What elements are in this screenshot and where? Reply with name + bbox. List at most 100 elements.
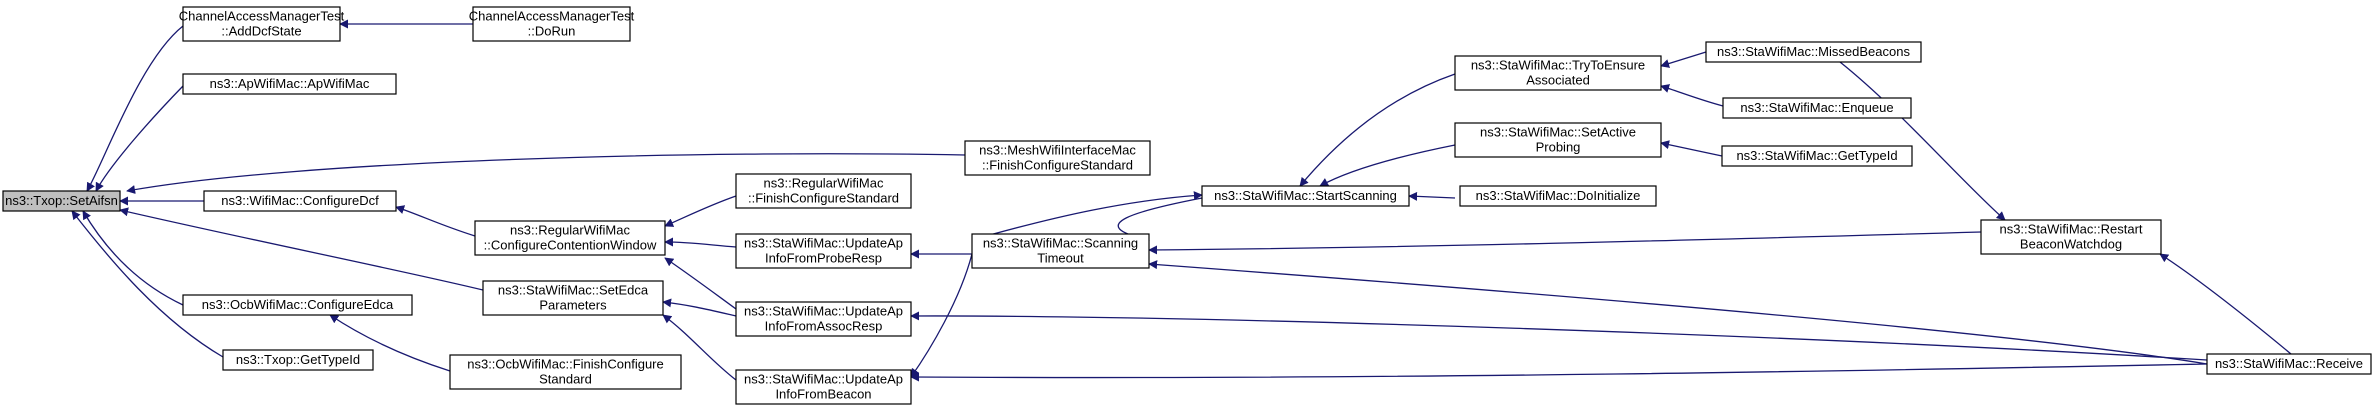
node-box <box>735 369 912 405</box>
edge-path <box>662 314 737 381</box>
edge-path <box>1660 140 1723 157</box>
node-label: InfoFromAssocResp <box>765 319 883 334</box>
graph-node-enqueue[interactable]: ns3::StaWifiMac::Enqueue <box>1722 97 1912 119</box>
edge-path <box>1148 260 2208 365</box>
node-label: ns3::StaWifiMac::UpdateAp <box>744 236 903 251</box>
node-label: ns3::StaWifiMac::UpdateAp <box>744 304 903 319</box>
graph-node-start-scan[interactable]: ns3::StaWifiMac::StartScanning <box>1201 185 1410 207</box>
graph-node-mesh-fin[interactable]: ns3::MeshWifiInterfaceMac::FinishConfigu… <box>964 140 1151 176</box>
node-label: ::FinishConfigureStandard <box>748 191 899 206</box>
node-box <box>735 233 912 269</box>
call-edge <box>329 314 451 372</box>
node-label: ChannelAccessManagerTest <box>469 9 635 24</box>
edge-path <box>2159 253 2292 355</box>
call-edge <box>910 311 2208 361</box>
node-label: ns3::WifiMac::ConfigureDcf <box>221 193 379 208</box>
edge-path <box>1319 144 1456 187</box>
node-box <box>1705 41 1922 63</box>
call-edge <box>1660 140 1723 157</box>
edge-path <box>1148 231 1982 255</box>
node-box <box>964 140 1151 176</box>
graph-node-missed[interactable]: ns3::StaWifiMac::MissedBeacons <box>1705 41 1922 63</box>
graph-node-reg-fin[interactable]: ns3::RegularWifiMac::FinishConfigureStan… <box>735 173 912 209</box>
graph-node-reg-cw[interactable]: ns3::RegularWifiMac::ConfigureContention… <box>474 220 666 256</box>
call-edge <box>664 257 737 310</box>
graph-node-receive[interactable]: ns3::StaWifiMac::Receive <box>2206 353 2372 375</box>
call-edge <box>1660 84 1724 107</box>
call-edge <box>95 85 184 192</box>
edge-path <box>71 210 224 358</box>
node-box <box>182 6 341 42</box>
graph-node-cam-add[interactable]: ChannelAccessManagerTest::AddDcfState <box>179 6 345 42</box>
node-box <box>1980 219 2162 255</box>
edge-path <box>662 298 737 317</box>
node-label: ::AddDcfState <box>221 24 301 39</box>
edge-path <box>329 314 451 372</box>
node-label: ::FinishConfigureStandard <box>982 158 1133 173</box>
node-label: ns3::StaWifiMac::Enqueue <box>1740 100 1893 115</box>
node-label: ns3::StaWifiMac::Restart <box>1999 222 2142 237</box>
graph-node-root[interactable]: ns3::Txop::SetAifsn <box>2 190 121 212</box>
graph-node-txop-tid[interactable]: ns3::Txop::GetTypeId <box>222 349 374 371</box>
edge-path <box>910 311 2208 361</box>
node-label: InfoFromProbeResp <box>765 251 882 266</box>
call-edge <box>1660 51 1707 68</box>
nodes-layer: ns3::Txop::SetAifsn ChannelAccessManagerT… <box>2 6 2372 405</box>
call-edge <box>971 191 1203 241</box>
graph-node-ocb-edca[interactable]: ns3::OcbWifiMac::ConfigureEdca <box>182 294 413 316</box>
node-box <box>203 190 397 212</box>
edge-path <box>395 205 476 237</box>
graph-node-ap-mac[interactable]: ns3::ApWifiMac::ApWifiMac <box>182 73 397 95</box>
node-box <box>222 349 374 371</box>
call-edge <box>126 153 966 195</box>
edge-path <box>82 210 184 306</box>
call-edge <box>82 210 184 306</box>
node-box <box>482 280 664 316</box>
node-label: ns3::RegularWifiMac <box>764 176 884 191</box>
call-edge <box>2159 253 2292 355</box>
call-edge <box>1319 144 1456 187</box>
edge-path <box>1299 73 1456 187</box>
node-box <box>735 301 912 337</box>
call-edge <box>119 207 484 291</box>
call-edge <box>1148 231 1982 255</box>
node-label: Standard <box>539 372 592 387</box>
node-label: ns3::StaWifiMac::DoInitialize <box>1476 188 1641 203</box>
node-label: InfoFromBeacon <box>775 387 871 402</box>
node-box <box>1454 55 1662 91</box>
graph-node-doinit[interactable]: ns3::StaWifiMac::DoInitialize <box>1459 185 1657 207</box>
node-box <box>735 173 912 209</box>
node-label: ns3::ApWifiMac::ApWifiMac <box>210 76 370 91</box>
node-box <box>1721 145 1913 167</box>
graph-node-sta-tid[interactable]: ns3::StaWifiMac::GetTypeId <box>1721 145 1913 167</box>
graph-node-upd-assoc[interactable]: ns3::StaWifiMac::UpdateApInfoFromAssocRe… <box>735 301 912 337</box>
node-box <box>2206 353 2372 375</box>
node-box <box>449 354 682 390</box>
edge-path <box>1839 61 2006 221</box>
call-edge <box>910 363 2208 382</box>
node-label: ns3::StaWifiMac::UpdateAp <box>744 372 903 387</box>
node-label: ns3::StaWifiMac::Receive <box>2215 356 2363 371</box>
graph-node-wifi-cfg[interactable]: ns3::WifiMac::ConfigureDcf <box>203 190 397 212</box>
graph-node-upd-probe[interactable]: ns3::StaWifiMac::UpdateApInfoFromProbeRe… <box>735 233 912 269</box>
node-box <box>1459 185 1657 207</box>
call-edge <box>86 25 184 192</box>
call-edge <box>1408 191 1456 201</box>
node-label: Timeout <box>1037 251 1084 266</box>
edge-path <box>910 363 2208 382</box>
node-label: ns3::StaWifiMac::Scanning <box>983 236 1138 251</box>
edge-path <box>1660 84 1724 107</box>
graph-node-cam-run[interactable]: ChannelAccessManagerTest::DoRun <box>469 6 635 42</box>
edges-layer <box>71 19 2292 382</box>
edge-path <box>664 237 737 248</box>
call-edge <box>664 195 737 227</box>
edge-path <box>1660 51 1707 68</box>
graph-node-ocb-fin[interactable]: ns3::OcbWifiMac::FinishConfigureStandard <box>449 354 682 390</box>
call-edge <box>71 210 224 358</box>
